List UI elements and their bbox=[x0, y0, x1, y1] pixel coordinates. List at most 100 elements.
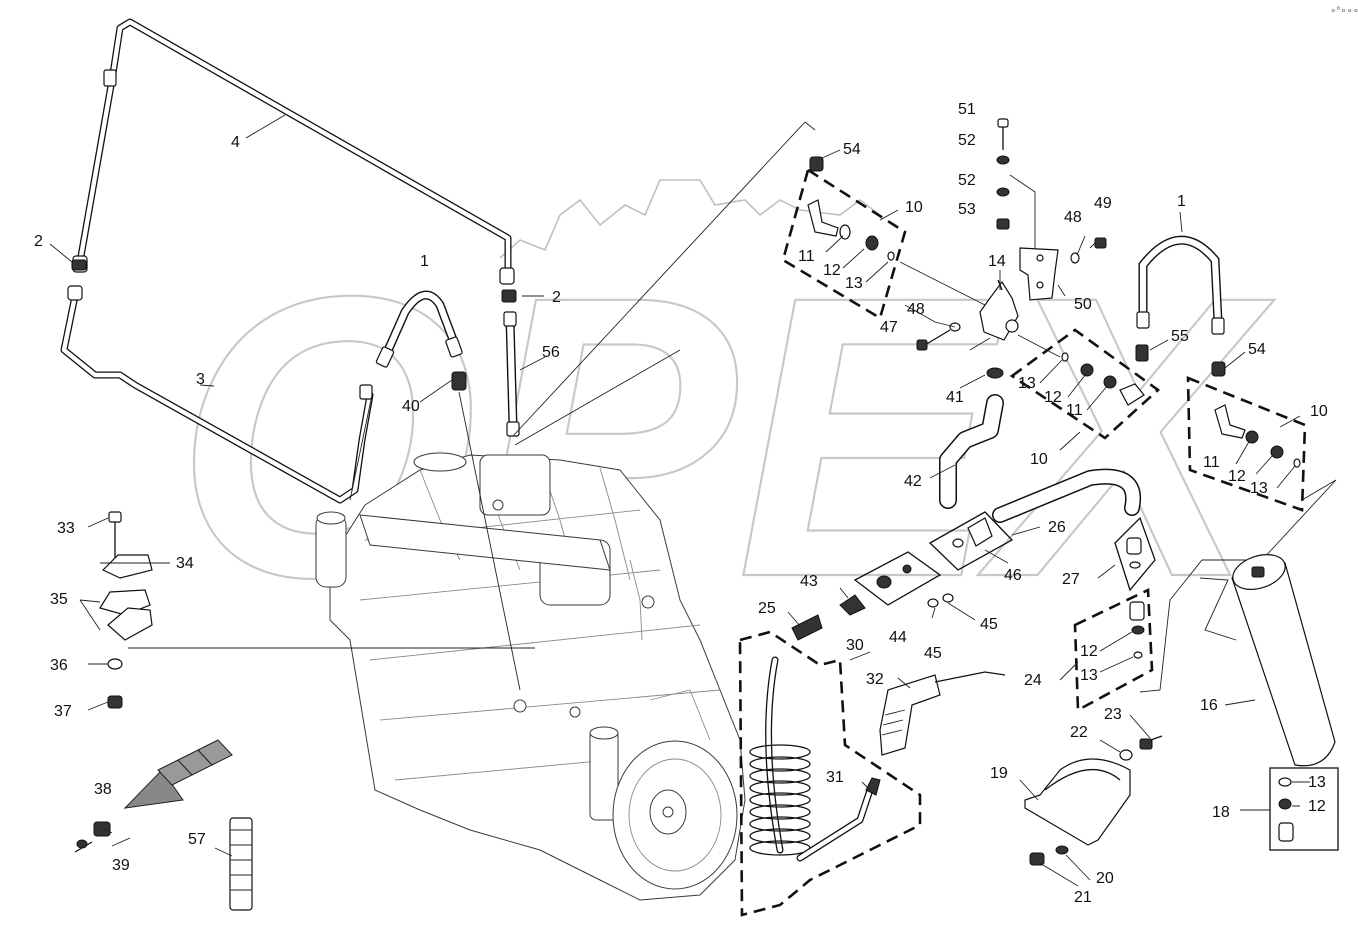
callout-10-right: 10 bbox=[1310, 403, 1328, 420]
fitting-group-44 bbox=[853, 551, 942, 606]
callout-23: 23 bbox=[1104, 706, 1122, 723]
callout-10-top: 10 bbox=[905, 199, 923, 216]
callout-21: 21 bbox=[1074, 889, 1092, 906]
callout-11-middle: 11 bbox=[1066, 402, 1083, 419]
pipe-assembly-3-4 bbox=[60, 18, 515, 504]
callout-49: 49 bbox=[1094, 195, 1112, 212]
fitting-group-24 bbox=[1073, 587, 1154, 713]
hose-42 bbox=[939, 394, 1004, 509]
callout-27: 27 bbox=[1062, 571, 1080, 588]
callout-43: 43 bbox=[800, 573, 818, 590]
washer-22 bbox=[1119, 749, 1133, 761]
callout-39: 39 bbox=[112, 857, 130, 874]
washers-45 bbox=[927, 593, 954, 608]
air-tank-16 bbox=[1199, 554, 1336, 767]
callout-31: 31 bbox=[826, 769, 844, 786]
callout-13-right: 13 bbox=[1250, 480, 1268, 497]
nut-21 bbox=[1029, 852, 1045, 866]
tank-strap-19 bbox=[1024, 758, 1131, 846]
callout-51: 51 bbox=[958, 101, 976, 118]
callout-18: 18 bbox=[1212, 804, 1230, 821]
callout-33: 33 bbox=[57, 520, 75, 537]
callout-1-right: 1 bbox=[1177, 193, 1186, 210]
callout-13-group18: 13 bbox=[1308, 774, 1326, 791]
callout-54-top: 54 bbox=[843, 141, 861, 158]
washer-48-top bbox=[1070, 252, 1080, 264]
hose-26 bbox=[992, 468, 1142, 523]
bolt-51 bbox=[997, 118, 1009, 150]
callout-4: 4 bbox=[231, 134, 240, 151]
callout-46: 46 bbox=[1004, 567, 1022, 584]
callout-12-group24: 12 bbox=[1080, 643, 1098, 660]
sleeve-57 bbox=[229, 817, 253, 911]
callout-13-top: 13 bbox=[845, 275, 863, 292]
callout-35: 35 bbox=[50, 591, 68, 608]
callout-1-left: 1 bbox=[420, 253, 429, 270]
callout-25: 25 bbox=[758, 600, 776, 617]
fitting-2-right bbox=[501, 289, 517, 303]
nut-53 bbox=[996, 218, 1010, 230]
hose-1-left bbox=[375, 290, 463, 368]
drain-valve-group-18 bbox=[1240, 767, 1339, 851]
callout-13-middle: 13 bbox=[1018, 375, 1036, 392]
hose-1-right bbox=[1136, 235, 1225, 335]
callout-42: 42 bbox=[904, 473, 922, 490]
washer-52-top bbox=[996, 155, 1010, 165]
callout-50: 50 bbox=[1074, 296, 1092, 313]
callout-56: 56 bbox=[542, 344, 560, 361]
callout-11-top: 11 bbox=[798, 248, 815, 265]
callout-54-right: 54 bbox=[1248, 341, 1266, 358]
front-direction-arrow bbox=[123, 739, 233, 809]
clamp-group-33-37 bbox=[79, 511, 535, 709]
valve-14 bbox=[979, 279, 1019, 341]
bolt-23 bbox=[1139, 735, 1163, 750]
callout-22: 22 bbox=[1070, 724, 1088, 741]
watermark-gear-outline bbox=[499, 179, 881, 259]
callout-47: 47 bbox=[880, 319, 898, 336]
callout-57: 57 bbox=[188, 831, 206, 848]
washer-52-bottom bbox=[996, 187, 1010, 197]
callout-45-lower: 45 bbox=[924, 645, 942, 662]
valve-group-10-top bbox=[781, 156, 986, 320]
callout-14: 14 bbox=[988, 253, 1006, 270]
callout-52-upper: 52 bbox=[958, 132, 976, 149]
bracket-50 bbox=[1009, 174, 1059, 301]
callout-16: 16 bbox=[1200, 697, 1218, 714]
callout-3: 3 bbox=[196, 371, 205, 388]
engine bbox=[315, 452, 746, 901]
callout-10-middle: 10 bbox=[1030, 451, 1048, 468]
fitting-2-left bbox=[71, 259, 87, 271]
fitting-55 bbox=[1135, 344, 1149, 362]
fitting-group-27 bbox=[1097, 516, 1156, 592]
callout-12-top: 12 bbox=[823, 262, 841, 279]
callout-48-upper: 48 bbox=[1064, 209, 1082, 226]
valve-group-10-right bbox=[1139, 376, 1337, 693]
callout-19: 19 bbox=[990, 765, 1008, 782]
callout-13-group24: 13 bbox=[1080, 667, 1098, 684]
bolt-47 bbox=[916, 329, 951, 351]
fitting-31 bbox=[865, 777, 881, 796]
nozzle-43 bbox=[839, 594, 866, 616]
leader-lines bbox=[49, 114, 816, 691]
callout-leaders bbox=[87, 149, 1310, 887]
valve-group-10-middle bbox=[1009, 328, 1161, 440]
callout-11-right: 11 bbox=[1203, 454, 1220, 471]
callout-48-lower: 48 bbox=[907, 301, 925, 318]
callout-24: 24 bbox=[1024, 672, 1042, 689]
fitting-25 bbox=[791, 614, 823, 641]
callout-45-right: 45 bbox=[980, 616, 998, 633]
corner-mark: ∘°∘∘∘ bbox=[1330, 6, 1358, 17]
callout-36: 36 bbox=[50, 657, 68, 674]
callout-38: 38 bbox=[94, 781, 112, 798]
callout-labels: 1 1 2 2 3 4 10 10 10 11 11 11 12 12 12 1… bbox=[34, 101, 1328, 906]
nut-49 bbox=[1094, 237, 1107, 249]
clamp-41 bbox=[986, 367, 1004, 379]
air-blow-gun-32 bbox=[879, 671, 1006, 756]
coupling-group-46 bbox=[928, 511, 1014, 571]
callout-40: 40 bbox=[402, 398, 420, 415]
callout-53: 53 bbox=[958, 201, 976, 218]
callout-41: 41 bbox=[946, 389, 964, 406]
callout-2-left: 2 bbox=[34, 233, 43, 250]
washer-20 bbox=[1055, 845, 1069, 855]
